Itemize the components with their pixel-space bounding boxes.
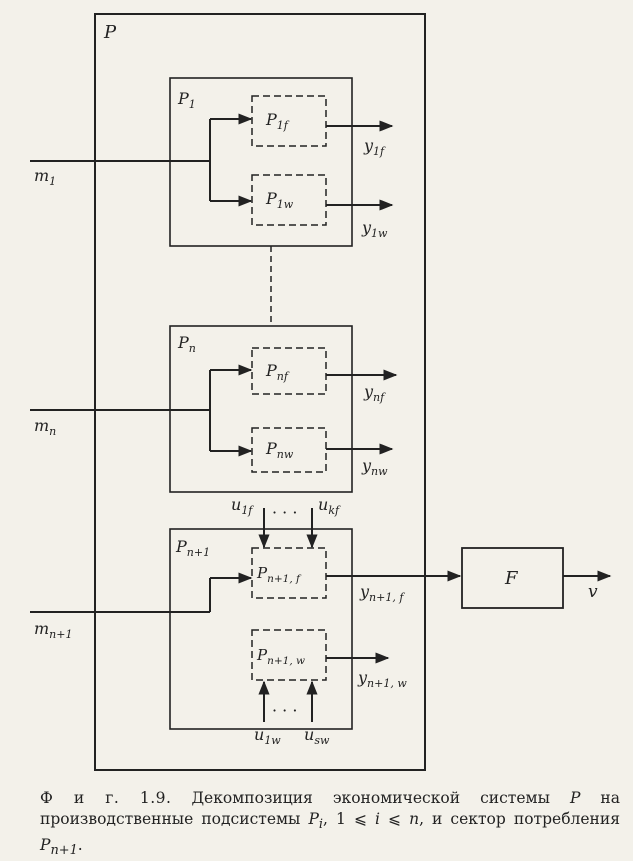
pn1w-box — [251, 629, 327, 681]
ukf-label: ukf — [318, 495, 341, 517]
outer-system-label: P — [103, 22, 117, 43]
p1w-label: P1w — [265, 189, 294, 211]
yn1f-label: yn+1, f — [359, 582, 405, 604]
subsystem-pn-label: Pn — [177, 333, 196, 355]
inputs-top-ellipsis: · · · — [272, 503, 297, 522]
yn1w-label: yn+1, w — [357, 668, 407, 690]
inputs-bottom-group: · · · u1w usw — [254, 680, 330, 747]
mn1-label: mn+1 — [34, 619, 72, 641]
caption-lead: Ф и г. 1.9. — [40, 789, 172, 807]
subsystem-pn: Pn Pnf Pnw mn ynf ynw — [30, 325, 398, 493]
subsystem-pn1-label: Pn+1 — [175, 537, 210, 559]
pn1f-label: Pn+1, f — [256, 564, 302, 585]
m1-label: m1 — [34, 166, 56, 188]
subsystem-p1-label: P1 — [177, 89, 196, 111]
p1f-label: P1f — [265, 110, 290, 132]
inputs-top-group: u1f · · · ukf — [231, 495, 341, 549]
ynw-label: ynw — [361, 456, 388, 478]
pnf-box — [251, 347, 327, 395]
mn-label: mn — [34, 416, 56, 438]
subsystem-p1: P1 P1f P1w m1 y1f y1w — [30, 77, 394, 247]
decomposition-diagram: P P1 P1f P1w m1 y1f y1w — [30, 13, 612, 771]
v-label: v — [588, 582, 598, 602]
consumer-f-label: F — [504, 568, 519, 589]
usw-label: usw — [304, 725, 330, 747]
u1f-label: u1f — [231, 495, 254, 517]
outer-system-box — [94, 13, 426, 771]
p1f-box — [251, 95, 327, 147]
u1w-label: u1w — [254, 725, 281, 747]
subsystem-pn1: Pn+1 Pn+1, f Pn+1, w mn+1 yn+1, f yn+1, … — [30, 528, 462, 730]
pn1w-label: Pn+1, w — [256, 646, 305, 667]
figure-caption: Ф и г. 1.9. Декомпозиция экономической с… — [40, 789, 620, 859]
pnf-label: Pnf — [265, 361, 290, 383]
inputs-bottom-ellipsis: · · · — [272, 701, 297, 720]
ynf-label: ynf — [363, 382, 386, 404]
y1f-label: y1f — [363, 136, 386, 158]
subsystem-pn1-box — [169, 528, 353, 730]
consumer-f-box — [461, 547, 564, 609]
y1w-label: y1w — [361, 218, 388, 240]
pnw-label: Pnw — [265, 439, 294, 461]
